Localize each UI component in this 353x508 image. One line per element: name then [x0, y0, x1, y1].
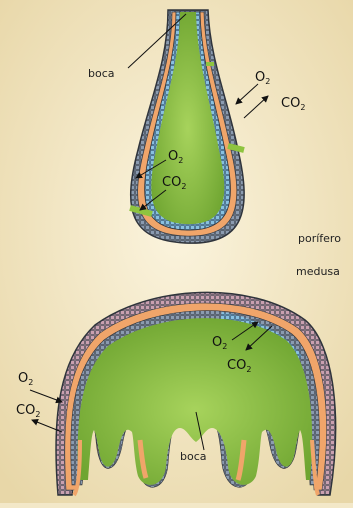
legend-porifero: porífero [298, 232, 341, 245]
sponge-mouth-label: boca [88, 67, 115, 80]
jellyfish-mouth-label: boca [180, 450, 207, 463]
sponge-pore-right [228, 146, 244, 150]
legend-medusa: medusa [296, 265, 340, 278]
